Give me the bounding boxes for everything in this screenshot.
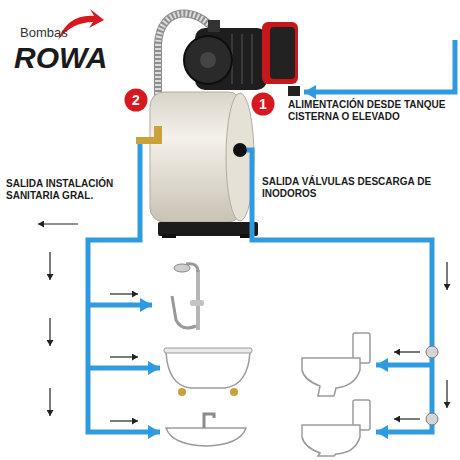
shower-branch	[88, 303, 152, 308]
control-cover	[270, 27, 295, 79]
pipes	[88, 40, 455, 432]
sink	[166, 428, 246, 446]
valve	[426, 413, 438, 425]
fin	[251, 34, 253, 84]
tub-foot	[178, 388, 186, 396]
pump-head-center	[200, 52, 216, 68]
tub-branch	[88, 366, 160, 371]
brand-word: Bombas	[20, 25, 68, 41]
toilet-branch	[376, 363, 432, 368]
brass-fitting	[154, 126, 162, 144]
valve-knob	[190, 300, 204, 306]
base	[158, 222, 258, 236]
flow-arrows	[38, 224, 447, 421]
brass-outlet	[136, 137, 154, 144]
foot	[162, 234, 176, 238]
outlet-label: SALIDA VÁLVULAS DESCARGA DE INODOROS	[262, 176, 448, 200]
circle-fill	[252, 93, 275, 116]
shower-head	[174, 264, 190, 272]
tub-foot	[230, 388, 238, 396]
pump-head	[184, 36, 232, 84]
callout-number: 2	[132, 93, 140, 107]
toilet	[302, 400, 370, 456]
faucet	[204, 414, 214, 428]
callout-number: 1	[259, 97, 267, 111]
intake-nipple	[288, 86, 300, 96]
circle-fill	[125, 89, 148, 112]
tub-rim	[164, 348, 252, 353]
callout-circle: 2	[124, 88, 148, 112]
valve	[426, 346, 438, 358]
brand-logo: ROWA	[14, 40, 107, 76]
fin	[241, 34, 243, 84]
outlet-1	[233, 143, 247, 157]
bathtub	[166, 352, 250, 388]
control-box	[262, 22, 298, 84]
outlet-label: SALIDA INSTALACIÓN SANITARIA GRAL.	[6, 178, 132, 202]
inlet-label: ALIMENTACIÓN DESDE TANQUE CISTERNA O ELE…	[288, 99, 454, 123]
intake-pipe	[304, 40, 455, 92]
callout-circle: 1	[251, 92, 275, 116]
toilet	[302, 333, 370, 396]
top-fitting	[208, 20, 220, 32]
